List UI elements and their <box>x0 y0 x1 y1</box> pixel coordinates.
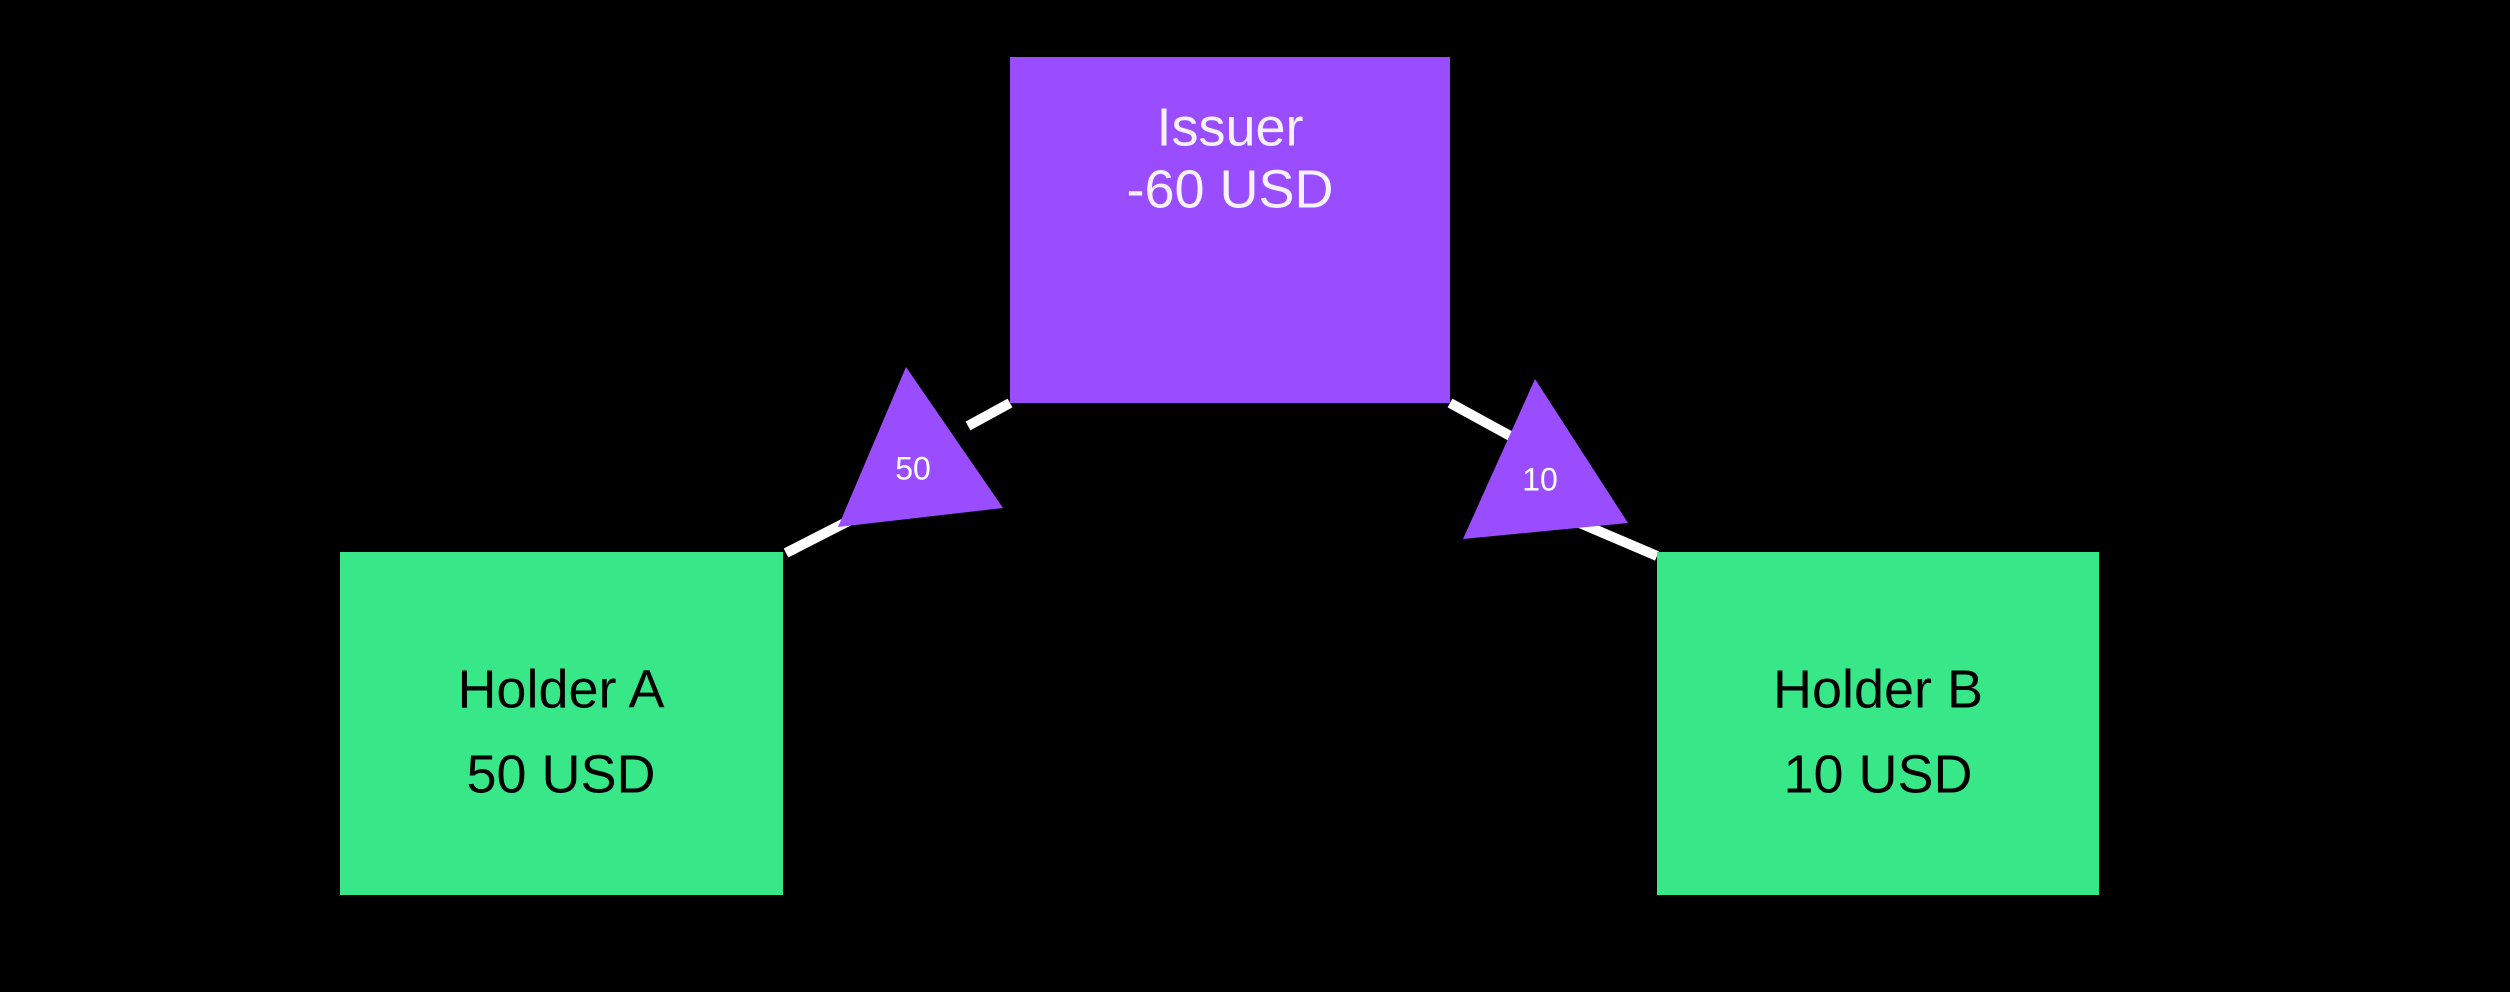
connector-issuer-to-edge-a-upper <box>965 398 1013 431</box>
holder-a-node-title: Holder A <box>457 659 664 719</box>
edge-marker-a[interactable]: 50 <box>838 367 1003 527</box>
holder-a-node-amount: 50 USD <box>466 744 655 804</box>
issuer-node-title: Issuer <box>1156 97 1303 157</box>
issuer-node-rect[interactable] <box>1010 57 1450 403</box>
issuer-node-amount: -60 USD <box>1126 159 1333 219</box>
edge-marker-b-label: 10 <box>1522 461 1558 497</box>
holder-b-node-rect[interactable] <box>1657 552 2099 895</box>
holder-b-node[interactable]: Holder B 10 USD <box>1657 552 2099 895</box>
holder-a-node-rect[interactable] <box>340 552 783 895</box>
edge-marker-a-triangle-icon[interactable] <box>838 367 1003 527</box>
holder-b-node-title: Holder B <box>1773 659 1983 719</box>
connector-issuer-to-edge-b-upper <box>1447 398 1517 443</box>
edge-marker-b-triangle-icon[interactable] <box>1463 379 1628 539</box>
holder-b-node-amount: 10 USD <box>1783 744 1972 804</box>
edge-marker-b[interactable]: 10 <box>1463 379 1628 539</box>
issuer-node[interactable]: Issuer -60 USD <box>1010 57 1450 403</box>
edge-marker-a-label: 50 <box>895 450 931 486</box>
holder-a-node[interactable]: Holder A 50 USD <box>340 552 783 895</box>
